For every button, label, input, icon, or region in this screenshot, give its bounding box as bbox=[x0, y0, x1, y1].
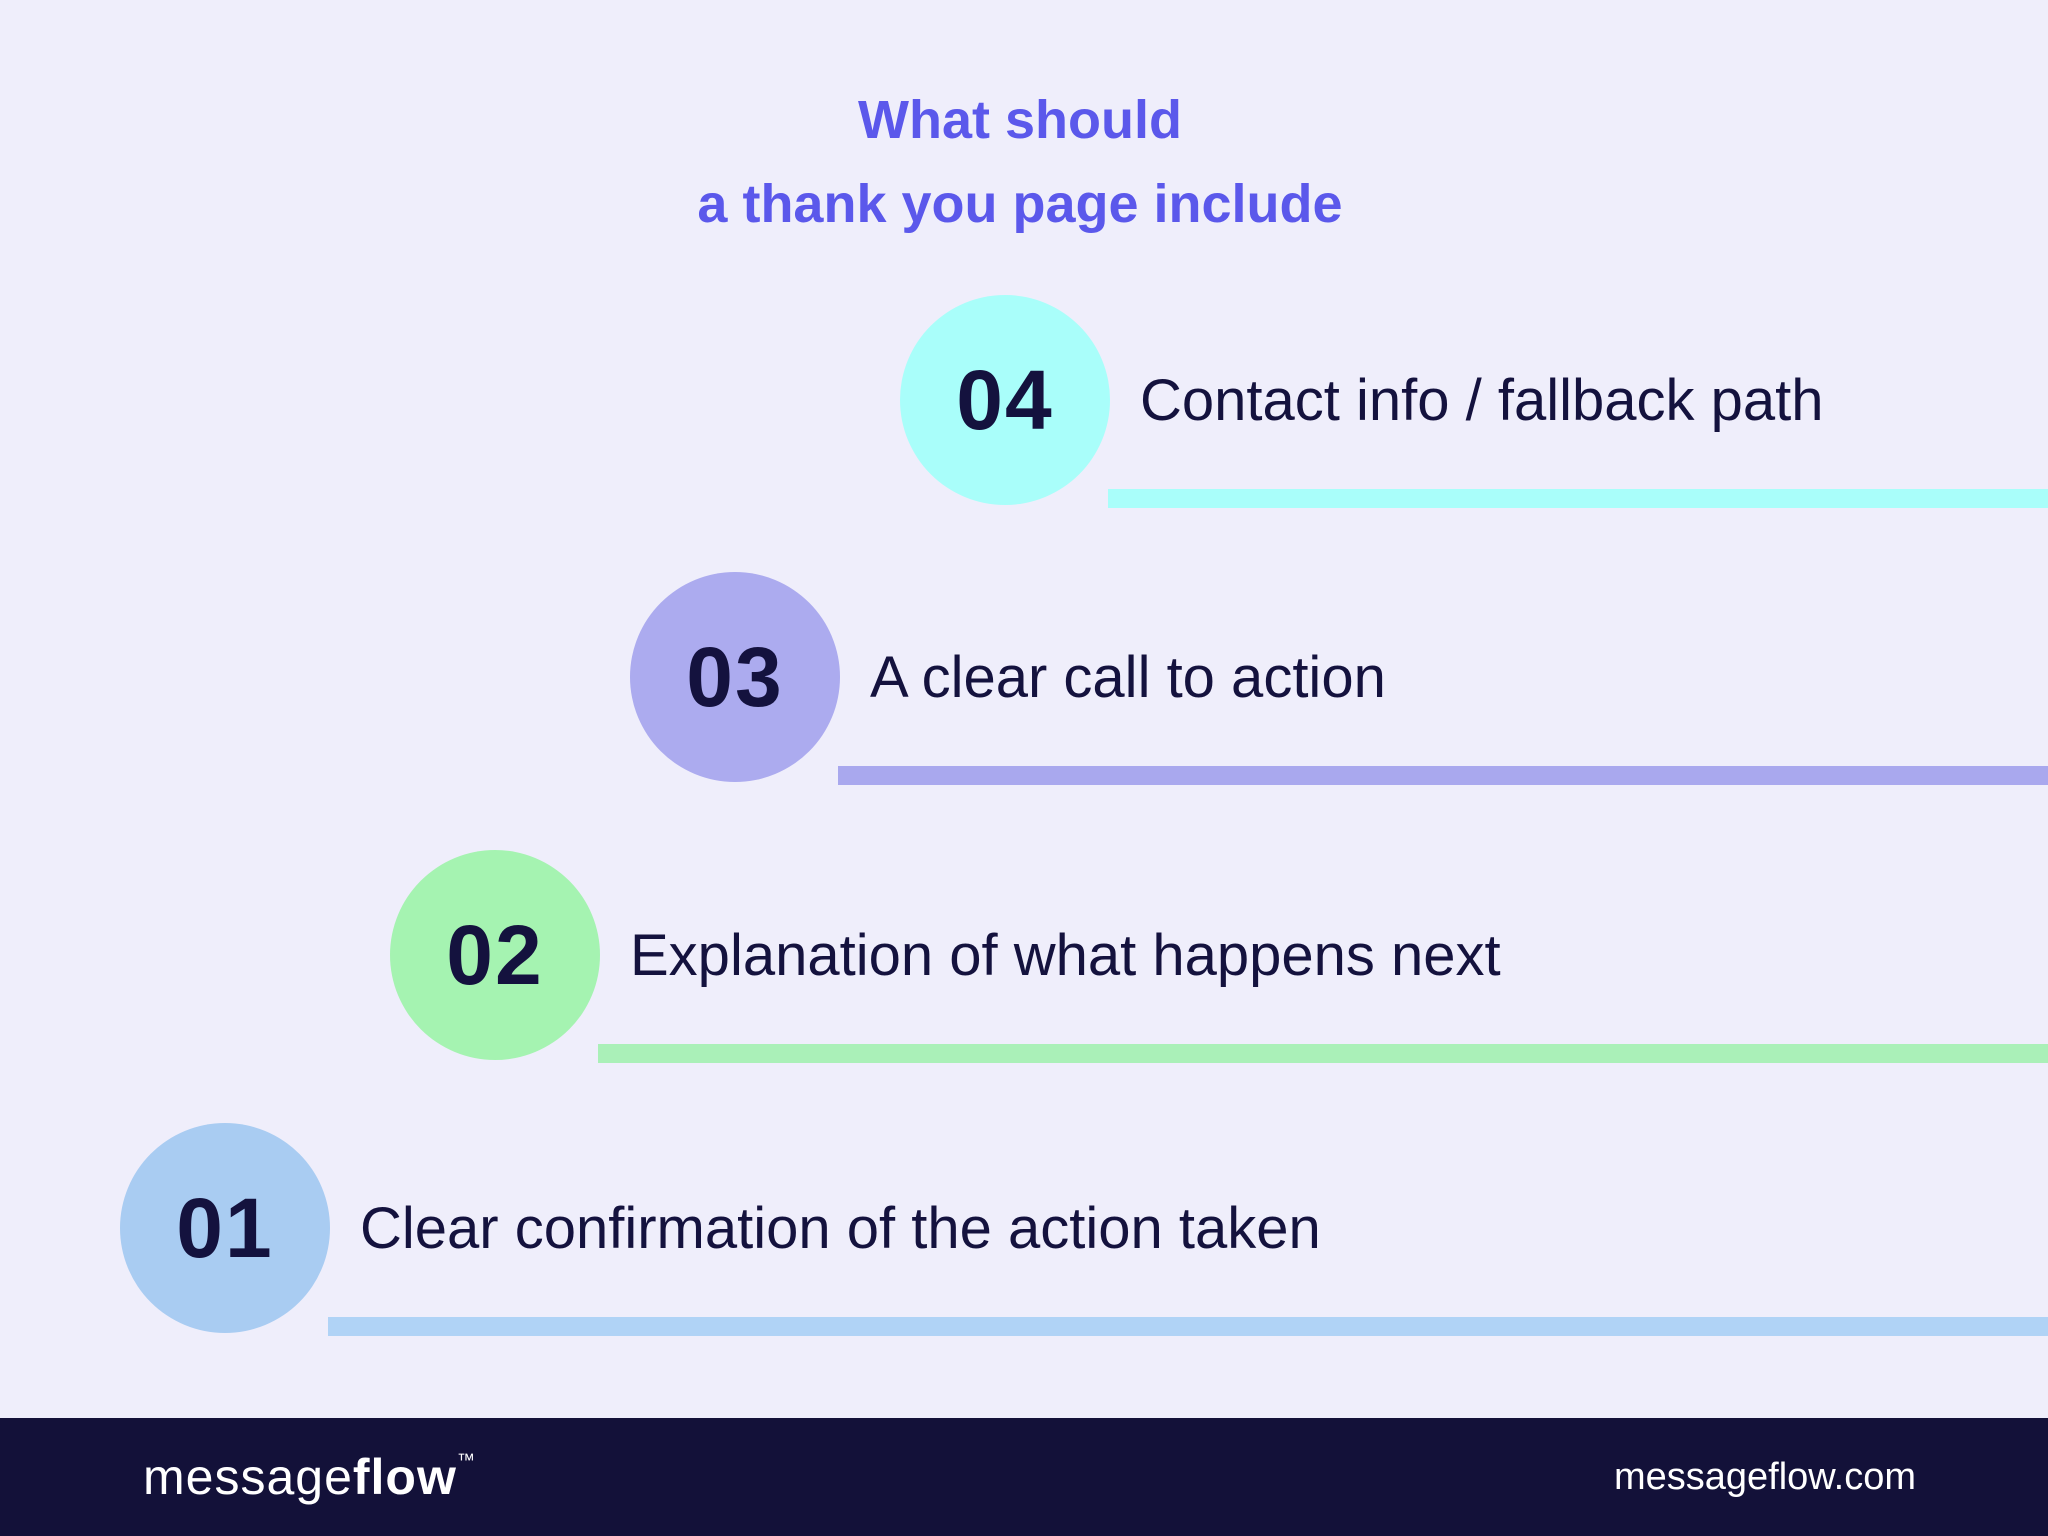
logo-text-bold: flow bbox=[352, 1449, 457, 1505]
messageflow-logo: messageflow™ bbox=[143, 1448, 476, 1506]
step-underline bbox=[838, 766, 2048, 785]
logo-text-regular: message bbox=[143, 1449, 353, 1505]
step-underline bbox=[598, 1044, 2048, 1063]
step-number: 01 bbox=[176, 1180, 274, 1275]
step-label: Clear confirmation of the action taken bbox=[360, 1195, 1321, 1261]
step-number-badge: 01 bbox=[120, 1123, 330, 1333]
page-title: What should a thank you page include bbox=[697, 78, 1342, 246]
step-number-badge: 04 bbox=[900, 295, 1110, 505]
footer: messageflow™ messageflow.com bbox=[0, 1418, 2048, 1536]
step-number: 02 bbox=[446, 907, 544, 1002]
step-number-badge: 03 bbox=[630, 572, 840, 782]
step-number: 04 bbox=[956, 352, 1054, 447]
title-line-2: a thank you page include bbox=[697, 174, 1343, 234]
step-number-badge: 02 bbox=[390, 850, 600, 1060]
step-underline bbox=[328, 1317, 2048, 1336]
step-label: Contact info / fallback path bbox=[1140, 367, 1824, 433]
title-line-1: What should bbox=[858, 90, 1182, 150]
step-underline bbox=[1108, 489, 2048, 508]
step-label: A clear call to action bbox=[870, 644, 1386, 710]
step-number: 03 bbox=[686, 629, 784, 724]
footer-url: messageflow.com bbox=[1613, 1455, 1916, 1498]
step-label: Explanation of what happens next bbox=[630, 922, 1501, 988]
trademark-symbol: ™ bbox=[456, 1450, 476, 1470]
